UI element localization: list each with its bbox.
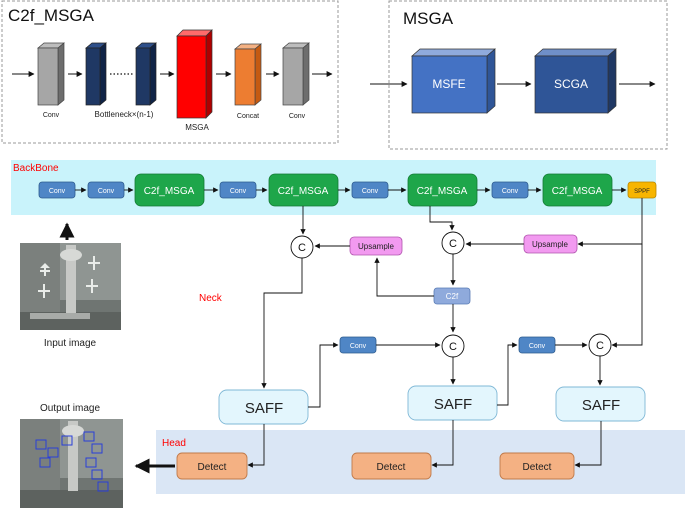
msga-panel-title: MSGA: [403, 9, 454, 28]
c2f-msga-block: [176, 29, 213, 119]
backbone-label: BackBone: [13, 163, 59, 174]
detect-block-1: Detect: [176, 452, 248, 480]
svg-text:Conv: Conv: [362, 188, 379, 195]
backbone-sppf: SPPF: [627, 181, 657, 199]
svg-text:Detect: Detect: [377, 462, 406, 473]
concat-node-3: C: [441, 334, 465, 358]
concat-node-2: C: [441, 231, 465, 255]
svg-text:Conv: Conv: [49, 188, 66, 195]
svg-text:Conv: Conv: [350, 343, 367, 350]
backbone-conv-1: Conv: [38, 181, 76, 199]
detect-block-3: Detect: [499, 452, 575, 480]
svg-text:SPPF: SPPF: [634, 189, 650, 195]
svg-text:SAFF: SAFF: [582, 397, 620, 414]
neck-c2f: C2f: [433, 287, 471, 305]
svg-text:C: C: [449, 341, 457, 353]
saff-block-1: SAFF: [218, 389, 309, 425]
c2f-concat-block: [234, 43, 262, 106]
msfe-label: MSFE: [432, 77, 465, 91]
msfe-block: [411, 48, 496, 114]
c2f-conv-left-block: [37, 42, 65, 106]
upsample-right: Upsample: [523, 234, 578, 254]
output-image: [20, 419, 123, 508]
detect-block-2: Detect: [351, 452, 432, 480]
neck-conv-1: Conv: [339, 336, 377, 354]
c2f-bottleneck-label: Bottleneck×(n-1): [95, 110, 154, 119]
svg-text:C2f_MSGA: C2f_MSGA: [552, 186, 603, 197]
svg-text:C: C: [298, 242, 306, 254]
svg-text:C: C: [596, 340, 604, 352]
backbone-conv-2: Conv: [87, 181, 125, 199]
upsample-left: Upsample: [349, 236, 403, 256]
svg-text:C2f_MSGA: C2f_MSGA: [144, 186, 195, 197]
c2f-panel-title: C2f_MSGA: [8, 6, 95, 25]
backbone-c2f-msga-2: C2f_MSGA: [268, 173, 339, 207]
scga-label: SCGA: [554, 77, 588, 91]
backbone-conv-3: Conv: [219, 181, 257, 199]
c2f-conv-left-label: Conv: [43, 112, 60, 119]
svg-text:C2f_MSGA: C2f_MSGA: [278, 186, 329, 197]
svg-text:Conv: Conv: [98, 188, 115, 195]
c2f-conv-right-label: Conv: [289, 113, 306, 120]
saff-block-2: SAFF: [407, 385, 498, 421]
concat-node-1: C: [290, 235, 314, 259]
c2f-msga-panel: C2f_MSGA Conv Bottleneck×(n-1): [1, 0, 339, 144]
saff-block-3: SAFF: [555, 386, 646, 422]
svg-text:Upsample: Upsample: [358, 242, 395, 251]
svg-text:Detect: Detect: [523, 462, 552, 473]
msga-panel: MSGA MSFE SCGA: [370, 0, 668, 150]
svg-text:Conv: Conv: [529, 343, 546, 350]
c2f-bottleneck-block-1: [85, 42, 107, 106]
svg-text:Upsample: Upsample: [532, 240, 569, 249]
c2f-concat-label: Concat: [237, 113, 259, 120]
concat-node-4: C: [588, 333, 612, 357]
backbone-c2f-msga-4: C2f_MSGA: [542, 173, 613, 207]
svg-text:SAFF: SAFF: [434, 396, 472, 413]
backbone-conv-5: Conv: [491, 181, 529, 199]
svg-text:C2f: C2f: [446, 292, 459, 301]
neck-label: Neck: [199, 293, 223, 304]
backbone-c2f-msga-3: C2f_MSGA: [407, 173, 478, 207]
backbone-c2f-msga-1: C2f_MSGA: [134, 173, 205, 207]
c2f-bottleneck-block-2: [135, 42, 157, 106]
head-label: Head: [162, 438, 186, 449]
c2f-msga-label: MSGA: [185, 123, 209, 132]
backbone-conv-4: Conv: [351, 181, 389, 199]
svg-text:Conv: Conv: [230, 188, 247, 195]
scga-block: [534, 48, 617, 114]
output-image-label: Output image: [40, 403, 100, 414]
svg-text:C: C: [449, 238, 457, 250]
neck-conv-2: Conv: [518, 336, 556, 354]
svg-text:C2f_MSGA: C2f_MSGA: [417, 186, 468, 197]
input-image: [20, 243, 121, 330]
svg-text:SAFF: SAFF: [245, 400, 283, 417]
svg-text:Conv: Conv: [502, 188, 519, 195]
c2f-conv-right-block: [282, 42, 310, 106]
svg-text:Detect: Detect: [198, 462, 227, 473]
input-image-label: Input image: [44, 338, 97, 349]
